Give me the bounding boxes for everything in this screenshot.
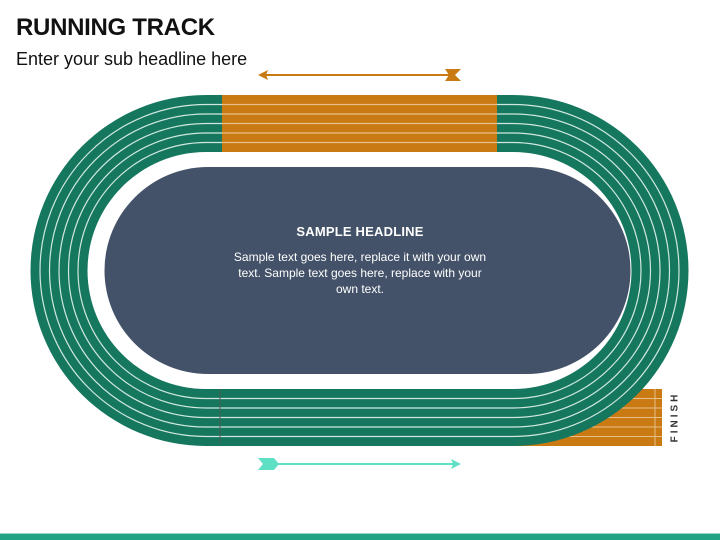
finish-label-container: FINISH bbox=[668, 388, 682, 446]
bottom-accent-bar bbox=[0, 533, 720, 540]
sample-body-text: Sample text goes here, replace it with y… bbox=[233, 250, 487, 296]
lane-lines bbox=[39, 103, 680, 438]
infield bbox=[104, 167, 631, 374]
arrow-right-icon bbox=[258, 458, 461, 470]
page-subtitle: Enter your sub headline here bbox=[16, 49, 248, 69]
page-title: RUNNING TRACK bbox=[16, 14, 215, 41]
finish-label: FINISH bbox=[669, 391, 681, 443]
arrow-left-icon bbox=[258, 69, 461, 81]
sample-headline: SAMPLE HEADLINE bbox=[296, 224, 424, 239]
infield-text-block: SAMPLE HEADLINE Sample text goes here, r… bbox=[230, 224, 490, 297]
